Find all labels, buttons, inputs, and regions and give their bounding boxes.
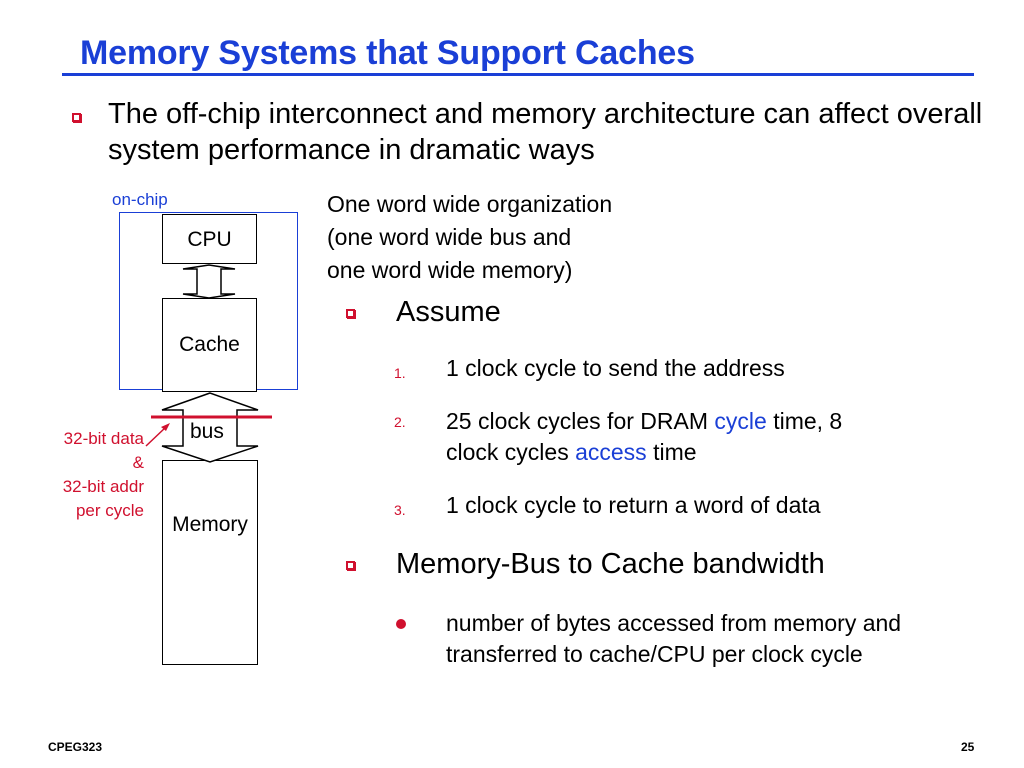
- main-bullet-text: The off-chip interconnect and memory arc…: [108, 98, 983, 166]
- note-line: 32-bit data: [63, 429, 144, 448]
- item-number: 2.: [394, 414, 406, 430]
- bandwidth-heading: Memory-Bus to Cache bandwidth: [396, 548, 825, 580]
- bus-label: bus: [190, 420, 224, 443]
- cpu-cache-arrow-icon: [182, 264, 236, 299]
- access-highlight: access: [575, 439, 647, 465]
- text-run: time: [646, 439, 697, 465]
- note-pointer-arrowhead-icon: [161, 423, 170, 431]
- item-number: 1.: [394, 365, 406, 381]
- cycle-highlight: cycle: [714, 408, 767, 434]
- note-line: &: [132, 453, 144, 472]
- text-run: clock cycles: [446, 439, 576, 465]
- onchip-label: on-chip: [112, 190, 168, 209]
- cpu-block: CPU: [162, 214, 257, 264]
- text-run: time, 8: [766, 408, 843, 434]
- assume-item-2-line-1: 25 clock cycles for DRAM cycle time, 8: [446, 406, 842, 437]
- bus-width-note: 32-bit data & 32-bit addr per cycle: [20, 427, 144, 523]
- assume-item-1: 1 clock cycle to send the address: [446, 355, 785, 381]
- slide-title: Memory Systems that Support Caches: [80, 34, 695, 72]
- assume-item-3: 1 clock cycle to return a word of data: [446, 492, 821, 518]
- footer-course: CPEG323: [48, 740, 103, 754]
- footer-page-number: 25: [961, 740, 975, 754]
- cache-label: Cache: [179, 333, 240, 356]
- note-line: 32-bit addr: [62, 477, 144, 496]
- organization-description: One word wide organization (one word wid…: [327, 188, 612, 287]
- note-pointer-line: [145, 426, 167, 447]
- bus-arrow-icon: [161, 392, 259, 463]
- org-line: One word wide organization: [327, 191, 613, 217]
- square-bullet-icon: [346, 561, 355, 570]
- org-line: (one word wide bus and: [327, 224, 572, 250]
- text-run: 25 clock cycles for DRAM: [446, 408, 715, 434]
- org-line: one word wide memory): [327, 257, 573, 283]
- title-underline: [62, 73, 974, 76]
- cpu-label: CPU: [187, 228, 232, 251]
- assume-item-2: 25 clock cycles for DRAM cycle time, 8 c…: [446, 406, 842, 468]
- assume-heading: Assume: [396, 296, 501, 328]
- square-bullet-icon: [72, 113, 81, 122]
- round-bullet-icon: [396, 619, 406, 629]
- assume-item-2-line-2: clock cycles access time: [446, 437, 842, 468]
- cache-block: Cache: [162, 298, 257, 392]
- square-bullet-icon: [346, 309, 355, 318]
- memory-label: Memory: [172, 513, 248, 536]
- item-number: 3.: [394, 502, 406, 518]
- memory-block: Memory: [162, 460, 258, 665]
- bandwidth-detail: number of bytes accessed from memory and…: [446, 610, 902, 667]
- note-line: per cycle: [75, 501, 144, 520]
